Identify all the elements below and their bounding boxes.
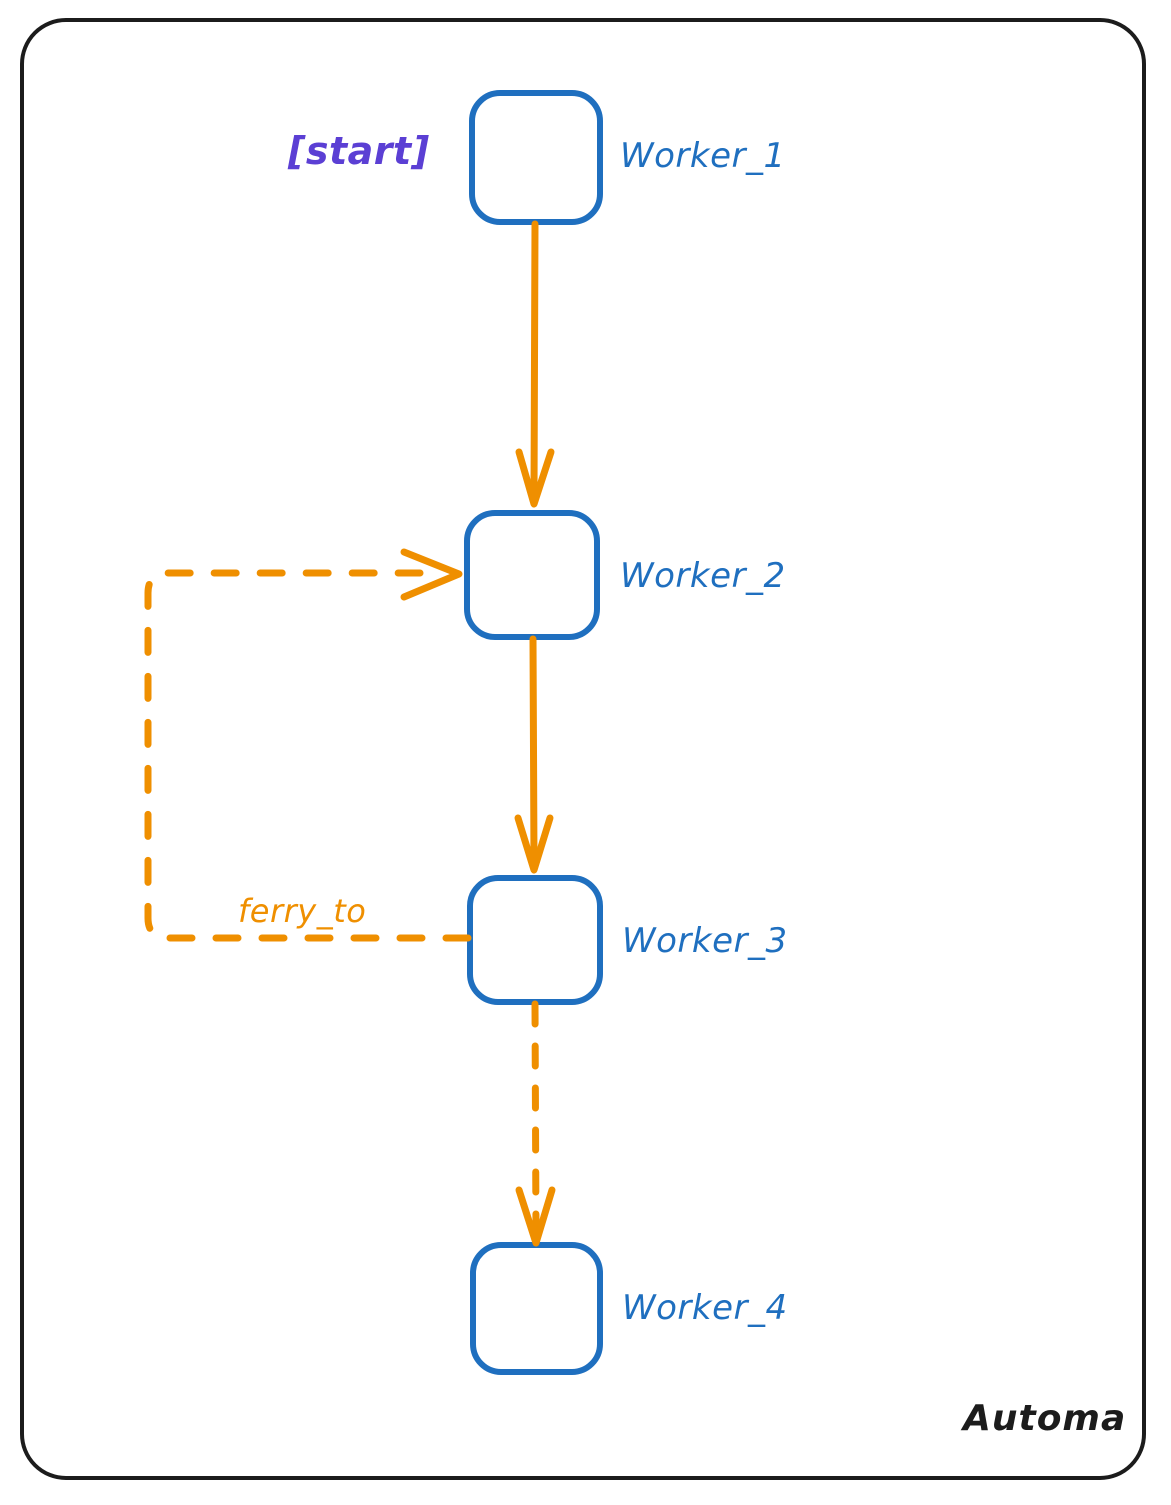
watermark-label: Automa	[963, 1398, 1127, 1439]
start-marker-label: [start]	[288, 129, 430, 173]
node-label-worker1: Worker_1	[620, 136, 786, 176]
edge-label-ferry-to: ferry_to	[232, 892, 373, 930]
node-label-worker3: Worker_3	[622, 921, 788, 961]
edge-worker1-to-worker2	[515, 220, 555, 508]
node-box-worker3[interactable]	[467, 875, 603, 1005]
node-box-worker2[interactable]	[464, 510, 600, 640]
node-box-worker4[interactable]	[470, 1242, 603, 1375]
node-label-worker4: Worker_4	[622, 1288, 788, 1328]
edge-worker3-to-worker4	[515, 1000, 556, 1247]
edge-worker3-to-worker2-ferry	[144, 548, 472, 942]
node-label-worker2: Worker_2	[620, 556, 786, 596]
page-frame	[20, 18, 1146, 1480]
node-box-worker1[interactable]	[469, 90, 603, 225]
edge-worker2-to-worker3	[514, 635, 554, 874]
